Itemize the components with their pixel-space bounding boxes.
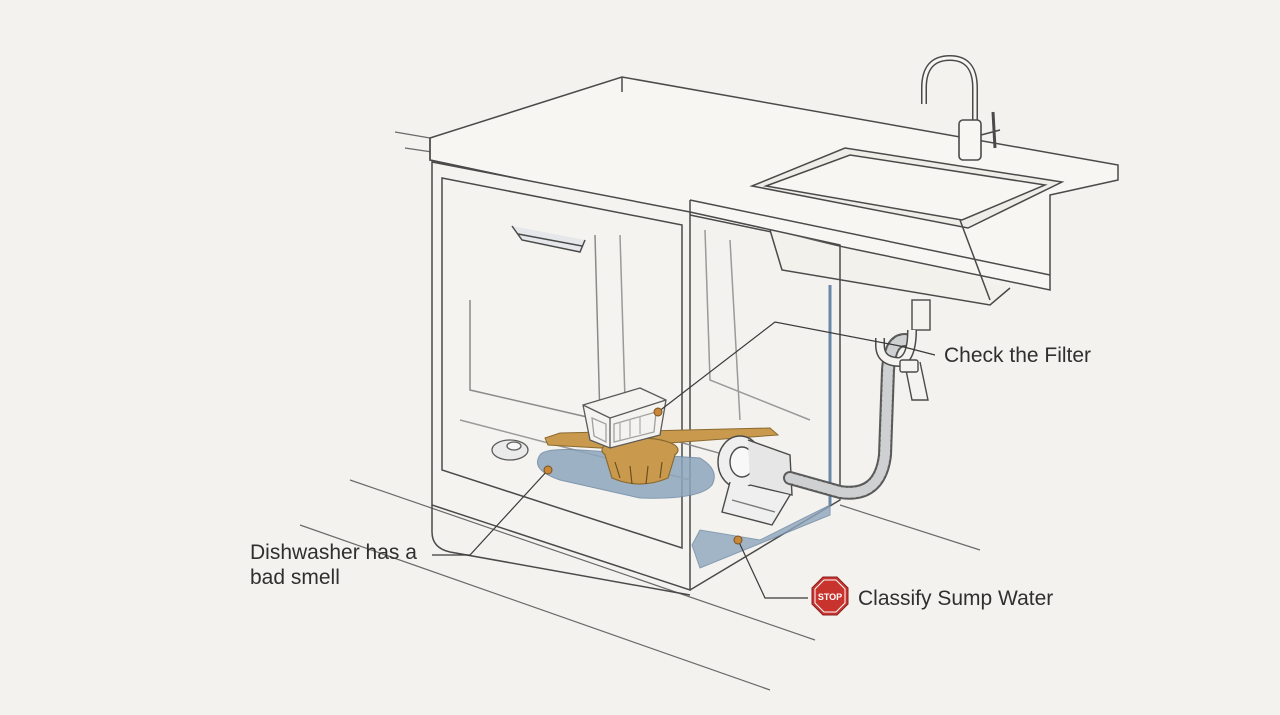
callout-leaders [432, 321, 936, 599]
callout-check-filter: Check the Filter [944, 344, 1092, 367]
floor-drain [491, 439, 529, 461]
callout-bad-smell-line1: Dishwasher has a [250, 541, 417, 564]
faucet [921, 54, 1001, 161]
callout-classify-sump: Classify Sump Water [858, 587, 1054, 610]
stop-sign-text: STOP [818, 592, 842, 602]
callout-bad-smell-line2: bad smell [250, 566, 340, 589]
filter-basket [582, 387, 667, 449]
callout-dots [543, 407, 743, 545]
floor-lines [299, 131, 981, 691]
p-trap [875, 299, 931, 401]
callout-bad-smell: Dishwasher has a bad smell [250, 540, 417, 590]
sink [749, 147, 1065, 306]
sump-water [691, 504, 831, 569]
filter-cylinder [601, 437, 679, 485]
stop-sign-icon: STOP [811, 576, 849, 616]
drain-pump [717, 435, 793, 526]
